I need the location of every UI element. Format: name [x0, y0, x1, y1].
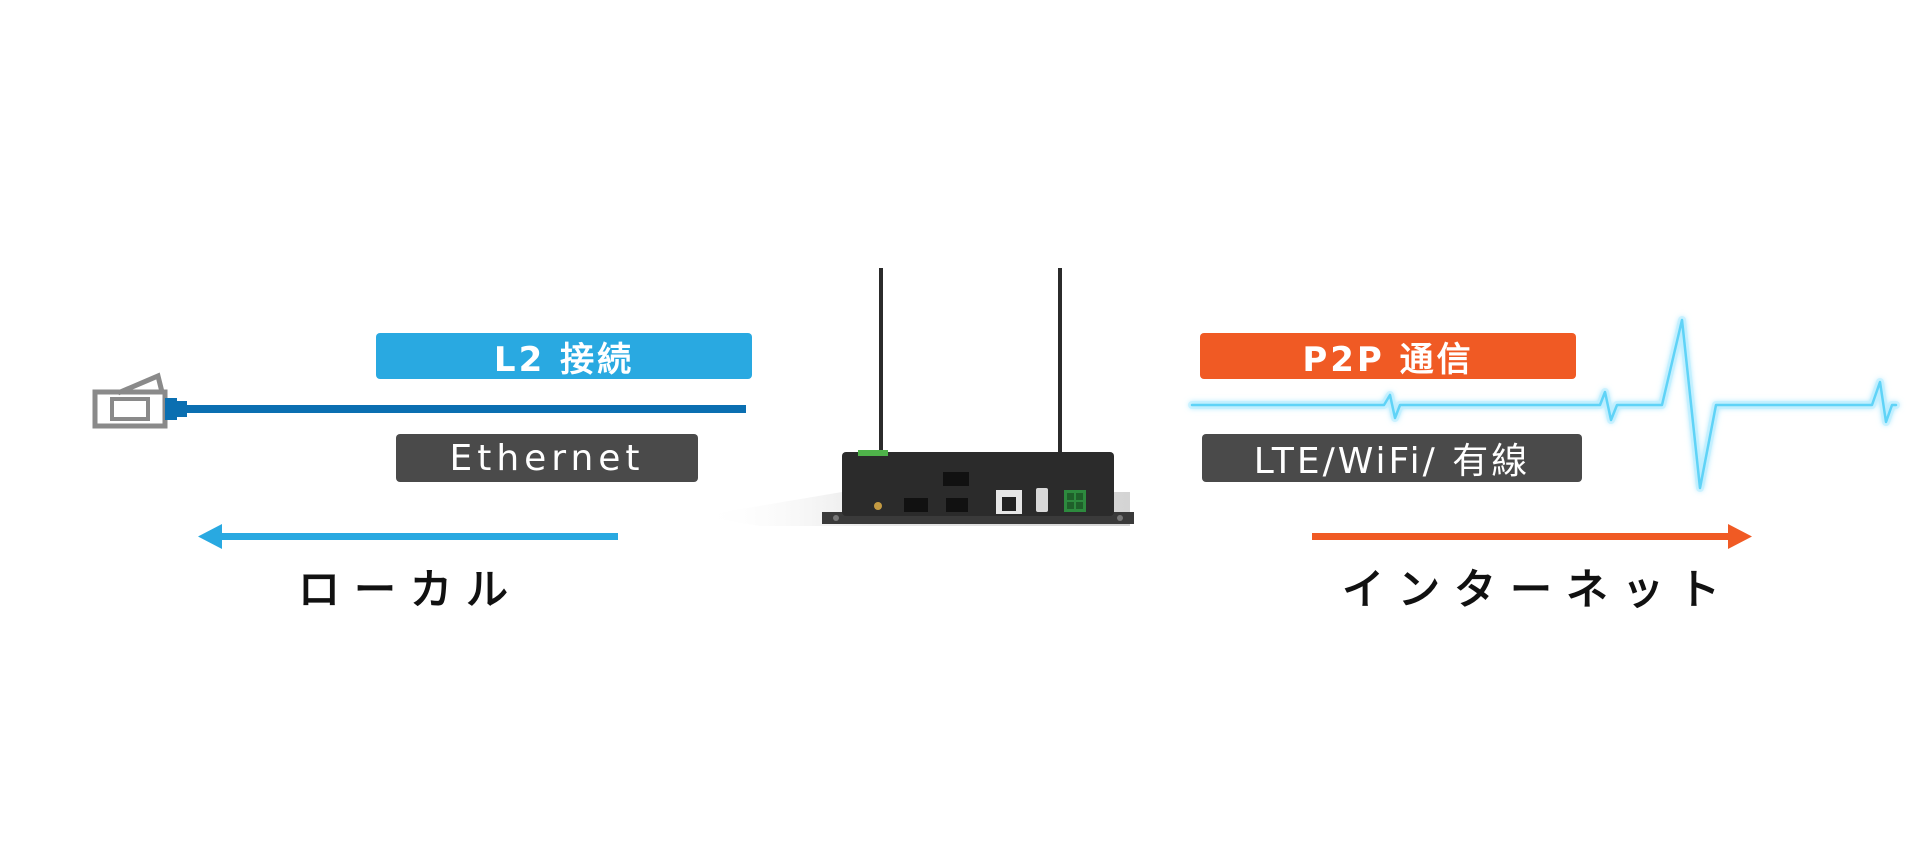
router-gateway-device — [700, 268, 1134, 526]
ethernet-cable-line — [186, 405, 746, 413]
internet-caption: インターネット — [1342, 565, 1735, 614]
l2-connection-label: L2 接続 — [376, 333, 752, 380]
ethernet-label: Ethernet — [396, 434, 698, 482]
antenna-right — [1058, 268, 1062, 454]
rj45-plug-icon — [92, 372, 187, 429]
p2p-communication-label: P2P 通信 — [1200, 333, 1576, 380]
local-caption: ローカル — [298, 565, 523, 614]
link-types-label: LTE/WiFi/ 有線 — [1202, 434, 1582, 482]
local-arrow-icon — [198, 524, 618, 549]
heartbeat-wave-icon — [1188, 316, 1900, 492]
antenna-left — [879, 268, 883, 454]
internet-arrow-icon — [1312, 524, 1752, 549]
